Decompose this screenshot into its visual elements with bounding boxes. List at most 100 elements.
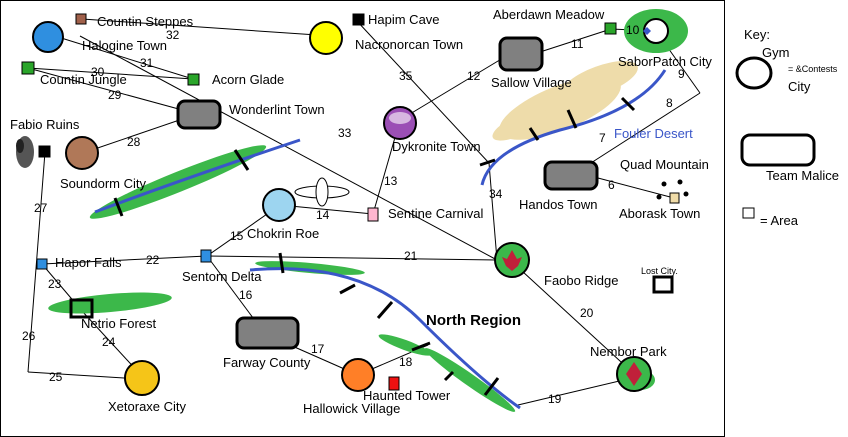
label-faobo-ridge: Faobo Ridge: [544, 273, 619, 288]
legend-title: Key:: [744, 27, 771, 42]
label-netrio-forest: Netrio Forest: [81, 316, 157, 331]
route-number: 25: [49, 370, 63, 384]
route-number: 27: [34, 201, 48, 215]
route-number: 29: [108, 88, 122, 102]
gym-cities: [32, 18, 669, 396]
route-34: [488, 162, 498, 261]
route-number: 9: [678, 67, 685, 81]
label-chokrin-roe: Chokrin Roe: [247, 226, 320, 241]
label-nembor-park: Nembor Park: [590, 344, 667, 359]
area-countin-steppes: [75, 13, 87, 25]
route-35: [355, 19, 490, 164]
label-farway-county: Farway County: [223, 355, 311, 370]
route-22: [41, 255, 208, 265]
label-saborpatch-city: SaborPatch City: [618, 54, 712, 69]
legend-contests-label: = &Contests: [788, 64, 838, 74]
route-number: 35: [399, 69, 413, 83]
route-number: 16: [239, 288, 253, 302]
area-fabio-ruins: [38, 145, 51, 158]
label-north-region: North Region: [426, 312, 521, 329]
route-number: 13: [384, 174, 398, 188]
team-base-handos: [543, 160, 599, 191]
route-number: 21: [404, 249, 418, 263]
grass-hallowick: [378, 334, 432, 356]
route-number: 28: [127, 135, 141, 149]
fabio-ruins-icon: [16, 136, 34, 168]
route-number: 11: [571, 37, 584, 51]
label-countin-steppes: Countin Steppes: [97, 14, 194, 29]
route-number: 32: [166, 28, 180, 42]
label-lost-city: Lost City.: [641, 266, 678, 276]
route-20: [509, 259, 633, 373]
label-acorn-glade: Acorn Glade: [212, 72, 285, 87]
fouler-desert-sand: [492, 61, 638, 141]
area-aberdawn: [604, 22, 617, 35]
label-halogine-town: Halogine Town: [82, 38, 168, 53]
route-number: 14: [316, 208, 330, 222]
area-countin-jungle: [21, 61, 35, 75]
gym-halogine: [32, 21, 64, 53]
route-number: 31: [140, 56, 154, 70]
route-number: 17: [311, 342, 325, 356]
label-aberdawn-meadow: Aberdawn Meadow: [493, 7, 605, 22]
label-fabio-ruins: Fabio Ruins: [10, 117, 80, 132]
quad-mountain-icon: [656, 179, 689, 200]
route-number: 8: [666, 96, 673, 110]
route-number: 26: [22, 329, 36, 343]
route-31: [57, 36, 194, 80]
route-number: 24: [102, 335, 116, 349]
chokrin-roe-icon: [294, 177, 350, 207]
label-hapor-falls: Hapor Falls: [55, 255, 122, 270]
team-base-wonderlint: [176, 99, 222, 130]
area-sentorn-delta: [200, 249, 212, 263]
route-number: 15: [230, 229, 244, 243]
label-wonderlint-town: Wonderlint Town: [229, 102, 325, 117]
nembor-marker: [626, 362, 642, 386]
label-haunted-tower: Haunted Tower: [363, 388, 451, 403]
route-number: 34: [489, 187, 503, 201]
legend-city-label: City: [788, 79, 811, 94]
route-24: [81, 310, 141, 375]
dykronite-marker: [389, 112, 411, 124]
route-21: [206, 255, 498, 261]
area-hapor-falls: [36, 258, 48, 270]
label-xetoraxe-city: Xetoraxe City: [108, 399, 187, 414]
area-hapim-cave: [352, 13, 365, 26]
legend-area-icon: [742, 207, 755, 219]
legend: [735, 56, 816, 219]
label-sentine-carnival: Sentine Carnival: [388, 206, 484, 221]
label-fouler-desert: Fouler Desert: [614, 126, 693, 141]
route-6: [597, 177, 675, 199]
route-11: [539, 28, 612, 53]
label-sentorn-delta: Sentorn Delta: [182, 269, 262, 284]
label-dykronite-town: Dykronite Town: [392, 139, 481, 154]
gym-soundorm: [65, 136, 99, 170]
label-nacronorcan-town: Nacronorcan Town: [355, 37, 464, 52]
route-number: 6: [608, 178, 615, 192]
route-8-7: [579, 92, 701, 171]
route-29: [27, 67, 198, 115]
route-25: [27, 371, 141, 380]
label-hapim-cave: Hapim Cave: [368, 12, 440, 27]
area-lost-city: [652, 275, 674, 294]
route-33: [79, 35, 498, 261]
route-number: 12: [467, 69, 481, 83]
team-malice-bases: [176, 36, 599, 350]
route-number: 10: [626, 23, 640, 37]
gym-hallowick: [341, 358, 375, 392]
gym-chokrin: [262, 188, 296, 222]
route-number: 19: [548, 392, 562, 406]
route-19: [517, 377, 633, 406]
grass-river-south: [424, 348, 516, 412]
route-30: [27, 67, 194, 80]
team-base-sallow: [498, 36, 544, 72]
label-countin-jungle: Countin Jungle: [40, 72, 127, 87]
route-number: 30: [91, 65, 105, 79]
route-number: 23: [48, 277, 62, 291]
area-markers: [21, 13, 680, 391]
label-aborask-town: Aborask Town: [619, 206, 701, 221]
grass-netrio: [48, 292, 172, 314]
label-sallow-village: Sallow Village: [491, 75, 572, 90]
label-handos-town: Handos Town: [519, 197, 598, 212]
